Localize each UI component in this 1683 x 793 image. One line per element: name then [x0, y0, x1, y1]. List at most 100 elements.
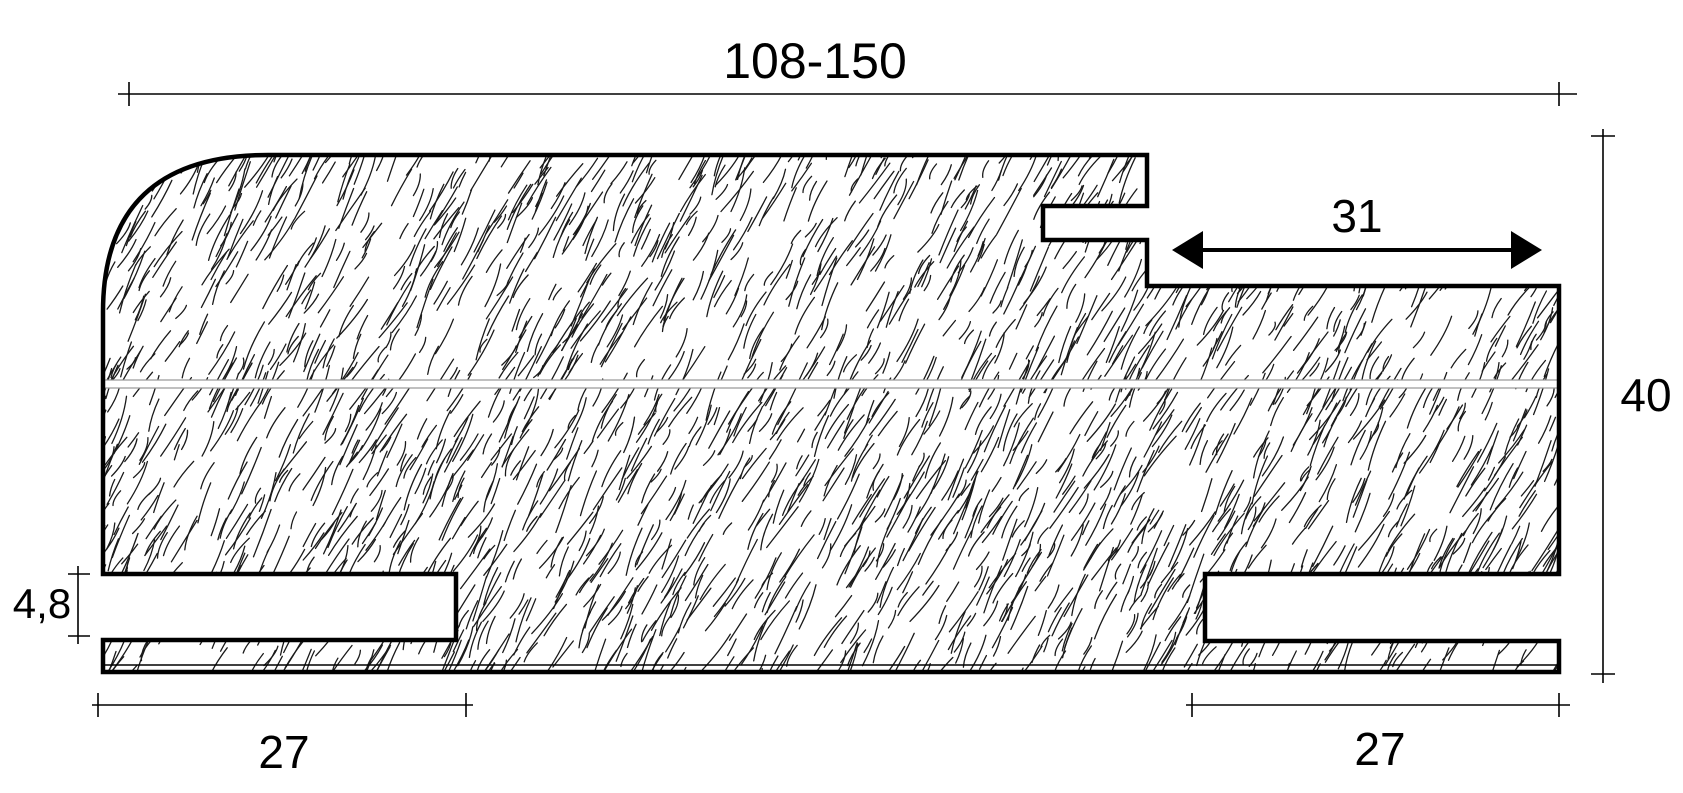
grain-stroke: [1459, 175, 1475, 194]
grain-stroke: [1486, 204, 1510, 246]
grain-stroke: [219, 616, 243, 652]
grain-stroke: [121, 543, 139, 565]
grain-stroke: [612, 193, 626, 232]
grain-stroke: [602, 628, 633, 672]
grain-stroke: [127, 293, 147, 342]
grain-stroke: [160, 297, 177, 323]
grain-stroke: [292, 323, 306, 363]
grain-stroke: [714, 164, 726, 188]
grain-stroke: [106, 285, 124, 310]
grain-stroke: [600, 393, 617, 429]
grain-stroke: [480, 462, 492, 479]
grain-stroke: [477, 537, 487, 559]
grain-stroke: [450, 211, 461, 229]
grain-stroke: [875, 157, 885, 176]
grain-stroke: [728, 450, 744, 479]
grain-stroke: [1091, 547, 1117, 581]
grain-stroke: [823, 517, 832, 541]
grain-stroke: [915, 485, 935, 519]
grain-stroke: [1303, 504, 1322, 528]
grain-stroke: [660, 236, 680, 277]
grain-stroke: [824, 448, 854, 487]
grain-stroke: [536, 470, 545, 488]
grain-stroke: [62, 657, 77, 689]
grain-stroke: [711, 122, 720, 150]
grain-stroke: [1267, 370, 1295, 412]
grain-stroke: [725, 287, 740, 315]
grain-stroke: [1449, 564, 1463, 596]
grain-stroke: [1069, 401, 1094, 435]
grain-stroke: [952, 486, 974, 535]
grain-stroke: [435, 582, 450, 615]
grain-stroke: [357, 538, 377, 563]
grain-stroke: [949, 259, 962, 297]
grain-stroke: [1083, 636, 1093, 655]
grain-stroke: [220, 346, 238, 383]
grain-stroke: [433, 186, 458, 226]
grain-stroke: [234, 161, 251, 211]
grain-stroke: [1136, 516, 1147, 531]
grain-stroke: [1362, 615, 1371, 633]
grain-stroke: [132, 290, 150, 314]
grain-stroke: [1124, 258, 1143, 298]
grain-stroke: [103, 155, 123, 184]
grain-stroke: [179, 574, 195, 596]
grain-stroke: [1565, 356, 1578, 372]
grain-stroke: [1562, 263, 1579, 285]
grain-stroke: [153, 230, 183, 268]
grain-stroke: [1388, 170, 1396, 190]
grain-stroke: [84, 173, 97, 205]
grain-stroke: [980, 259, 999, 297]
grain-stroke: [558, 546, 569, 577]
grain-stroke: [1111, 345, 1124, 365]
grain-stroke: [1420, 556, 1443, 588]
grain-stroke: [267, 216, 283, 236]
grain-stroke: [1136, 449, 1155, 493]
grain-stroke: [535, 326, 555, 364]
grain-stroke: [876, 291, 890, 329]
grain-stroke: [1307, 273, 1335, 316]
grain-stroke: [844, 642, 858, 672]
grain-stroke: [401, 268, 418, 307]
grain-stroke: [1334, 396, 1347, 420]
grain-stroke: [125, 593, 145, 619]
grain-stroke: [62, 502, 75, 532]
grain-stroke: [103, 464, 113, 497]
grain-stroke: [1481, 365, 1502, 415]
grain-stroke: [599, 331, 624, 365]
grain-stroke: [1414, 575, 1429, 603]
grain-stroke: [821, 257, 838, 307]
grain-stroke: [884, 155, 893, 167]
grain-stroke: [562, 236, 570, 252]
grain-stroke: [1527, 220, 1535, 235]
grain-stroke: [918, 639, 940, 672]
grain-stroke: [684, 563, 709, 602]
grain-stroke: [335, 187, 366, 232]
grain-stroke: [539, 468, 559, 505]
grain-stroke: [659, 600, 672, 637]
grain-stroke: [1044, 206, 1063, 240]
grain-stroke: [819, 247, 837, 276]
grain-stroke: [360, 156, 376, 196]
grain-stroke: [517, 463, 538, 505]
grain-stroke: [1400, 188, 1412, 221]
grain-stroke: [760, 600, 790, 641]
grain-stroke: [1003, 422, 1020, 467]
grain-stroke: [170, 519, 198, 563]
grain-stroke: [63, 270, 74, 299]
grain-stroke: [1225, 344, 1242, 366]
grain-stroke: [772, 168, 787, 200]
grain-stroke: [603, 183, 613, 204]
grain-stroke: [370, 489, 383, 512]
grain-stroke: [1357, 523, 1385, 568]
grain-stroke: [907, 506, 921, 533]
grain-stroke: [1595, 231, 1614, 262]
grain-stroke: [1238, 219, 1248, 236]
grain-stroke: [1386, 652, 1397, 672]
grain-stroke: [1574, 381, 1586, 403]
grain-stroke: [753, 592, 764, 609]
grain-stroke: [992, 635, 1002, 657]
grain-stroke: [483, 544, 496, 560]
grain-stroke: [814, 411, 827, 431]
grain-stroke: [278, 469, 289, 483]
